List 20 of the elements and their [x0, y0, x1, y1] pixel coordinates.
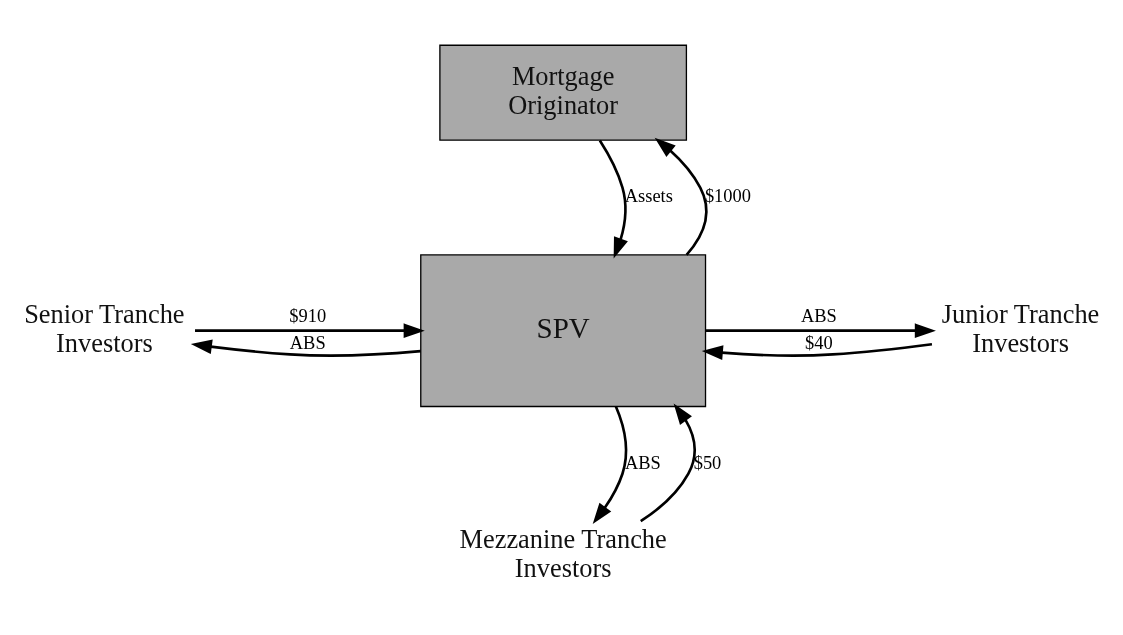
node-box: Mortgage Originator [439, 44, 688, 141]
edge-label: $910 [289, 305, 327, 326]
node-text: Mezzanine Tranche Investors [459, 524, 667, 583]
node-box: SPV [420, 254, 707, 408]
edge-label: $40 [805, 333, 833, 354]
arrow [598, 139, 628, 259]
arrow [592, 406, 628, 525]
edge-label: $1000 [704, 186, 751, 207]
edge-label: Assets [624, 186, 673, 207]
edge-label: ABS [289, 333, 326, 354]
arrow [706, 323, 936, 339]
node-text: Senior Tranche Investors [24, 299, 185, 358]
arrow [640, 403, 696, 523]
arrow [701, 342, 933, 361]
arrow [654, 137, 708, 256]
edge-label: $50 [693, 452, 722, 473]
arrow [190, 339, 421, 357]
edge-label: ABS [800, 305, 837, 326]
arrow [195, 323, 425, 339]
node-text: Junior Tranche Investors [941, 299, 1100, 358]
